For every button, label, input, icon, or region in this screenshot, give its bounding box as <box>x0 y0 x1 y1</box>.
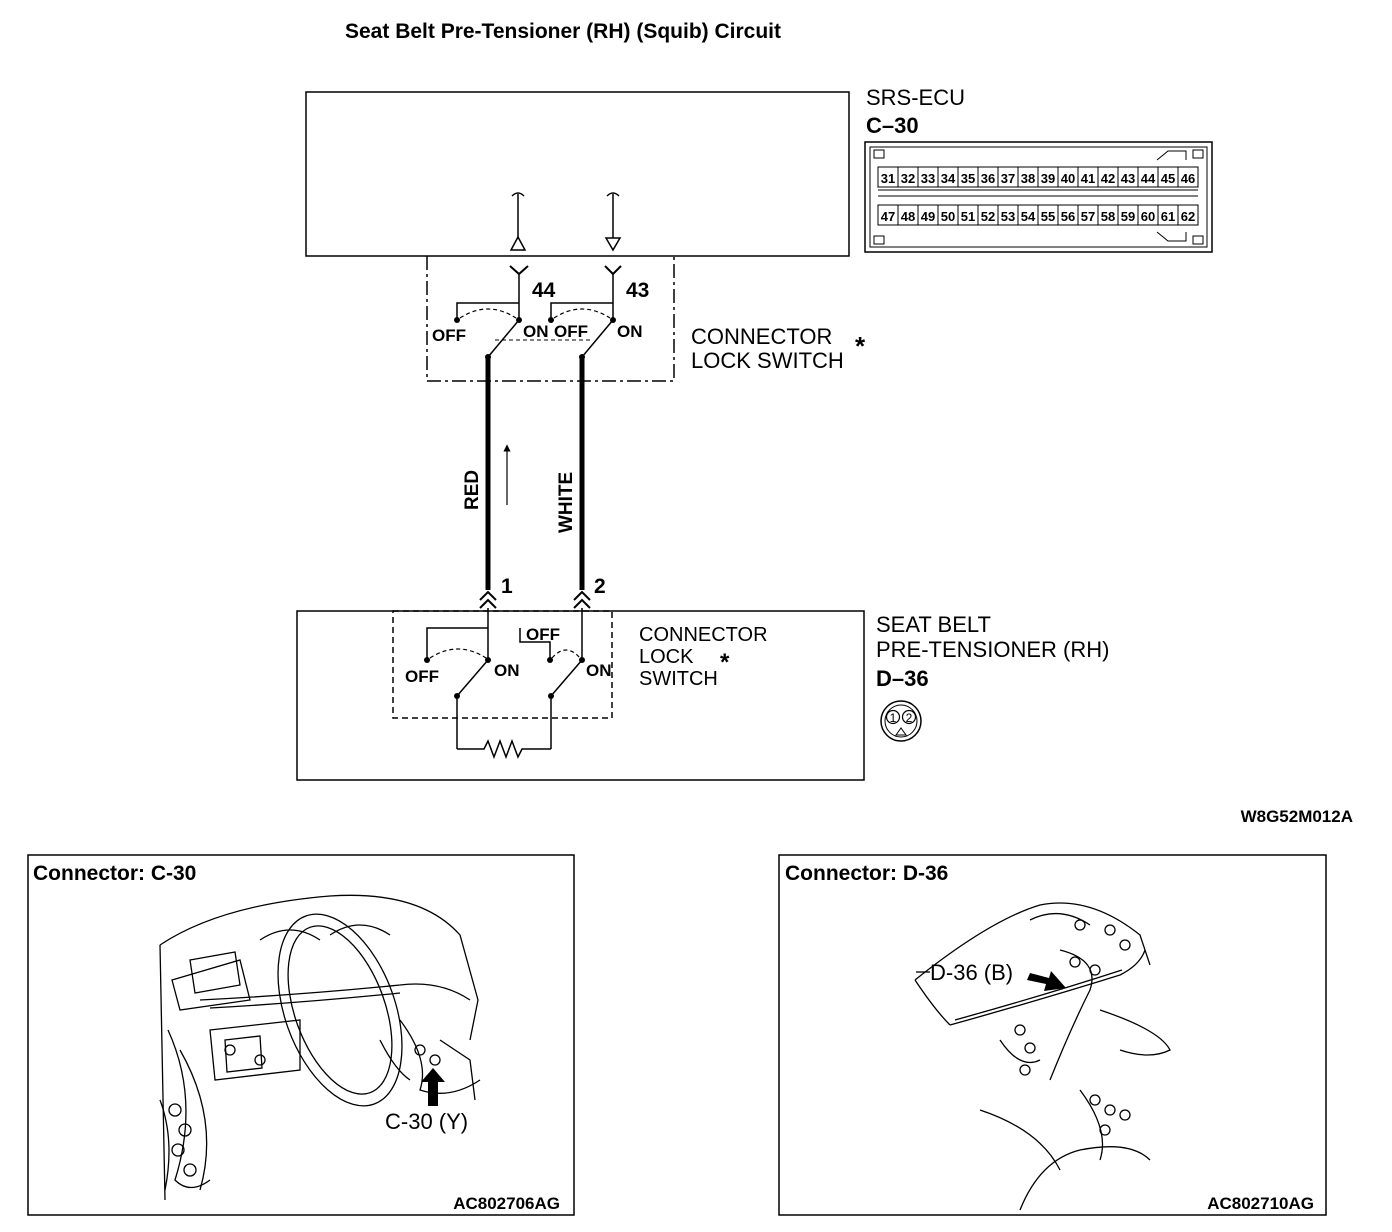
panel-c30-title: Connector: C-30 <box>33 862 196 885</box>
c30-location-arrow-icon <box>421 1068 445 1106</box>
d36-location-arrow-icon <box>1027 971 1066 991</box>
white-wire-label: WHITE <box>556 472 577 533</box>
pt-switch-on-left: ON <box>494 661 520 680</box>
ecu-pin-number: 53 <box>1001 209 1015 224</box>
ecu-pin-number: 49 <box>921 209 935 224</box>
rear-body-illustration <box>914 902 1171 1211</box>
panel-connector-c30 <box>27 854 575 1216</box>
srs-ecu-box <box>305 91 850 257</box>
panel-connector-d36 <box>778 854 1327 1216</box>
ecu-switch-off-left: OFF <box>432 326 466 345</box>
panel-c30-code: AC802706AG <box>453 1194 560 1213</box>
ecu-internal-signals <box>509 192 622 252</box>
ecu-pin-number: 55 <box>1041 209 1055 224</box>
ecu-pin-number: 52 <box>981 209 995 224</box>
ecu-pin-number: 58 <box>1101 209 1115 224</box>
ecu-pin-cell <box>1177 204 1199 226</box>
ecu-pin-number: 33 <box>921 171 935 186</box>
pt-pin-2-label: 2 <box>594 575 606 598</box>
pt-switch-off-left: OFF <box>405 667 439 686</box>
ecu-pin-terminals <box>509 265 622 276</box>
ecu-pin-number: 44 <box>1141 171 1156 186</box>
ecu-pin-number: 47 <box>881 209 895 224</box>
ecu-pin-number: 46 <box>1181 171 1195 186</box>
ecu-switch-off-right: OFF <box>554 322 588 341</box>
ecu-lock-switch-label-2: LOCK SWITCH <box>691 348 844 373</box>
figure-code: W8G52M012A <box>1241 807 1353 826</box>
ecu-connector-face: 31 32 33 34 35 36 37 38 39 40 41 42 43 44 45 46 47 48 49 5… <box>864 141 1213 253</box>
ecu-pin-number: 59 <box>1121 209 1135 224</box>
pretensioner-pin-terminals <box>479 590 591 609</box>
pt-switch-on-right: ON <box>586 661 612 680</box>
ecu-pin-number: 48 <box>901 209 915 224</box>
pt-lock-switch-label-2: LOCK <box>639 646 694 668</box>
pt-pin-1-label: 1 <box>501 575 513 598</box>
pretensioner-label-1: SEAT BELT <box>876 612 991 637</box>
panel-d36-title: Connector: D-36 <box>785 862 948 885</box>
pt-lock-switch <box>424 608 585 760</box>
pretensioner-box <box>296 610 865 781</box>
ecu-pin-number: 51 <box>961 209 975 224</box>
c30-callout: C-30 (Y) <box>385 1109 468 1134</box>
ecu-pin-43-label: 43 <box>626 279 649 302</box>
svg-text:2: 2 <box>906 711 913 725</box>
red-wire-label: RED <box>462 470 483 510</box>
pt-lock-switch-label-1: CONNECTOR <box>639 624 768 646</box>
ecu-pin-44-label: 44 <box>532 279 556 302</box>
dashboard-illustration <box>159 894 481 1201</box>
ecu-lock-switch-label-1: CONNECTOR <box>691 324 832 349</box>
squib-resistor-icon <box>457 738 551 760</box>
pt-switch-off-top: OFF <box>526 625 560 644</box>
d36-connector-face-icon: 1 2 <box>880 700 922 742</box>
ecu-pin-number: 32 <box>901 171 915 186</box>
svg-text:1: 1 <box>890 711 897 725</box>
pt-lock-switch-asterisk: * <box>720 649 730 676</box>
diagram-title: Seat Belt Pre-Tensioner (RH) (Squib) Cir… <box>345 20 781 43</box>
ecu-pin-number: 61 <box>1161 209 1175 224</box>
pt-lock-switch-region <box>392 610 613 719</box>
srs-ecu-label: SRS-ECU <box>866 85 965 110</box>
panel-d36-code: AC802710AG <box>1207 1194 1314 1213</box>
ecu-pin-number: 34 <box>941 171 956 186</box>
pretensioner-label-2: PRE-TENSIONER (RH) <box>876 637 1109 662</box>
ecu-pin-number: 43 <box>1121 171 1135 186</box>
ecu-pin-number: 38 <box>1021 171 1035 186</box>
ecu-pin-number: 36 <box>981 171 995 186</box>
ecu-lock-switch <box>454 274 616 360</box>
pt-lock-switch-label-3: SWITCH <box>639 668 718 690</box>
ecu-connector-id: C–30 <box>866 113 919 138</box>
ecu-pin-number: 42 <box>1101 171 1115 186</box>
ecu-pin-number: 40 <box>1061 171 1075 186</box>
ecu-pin-number: 57 <box>1081 209 1095 224</box>
ecu-lock-switch-asterisk: * <box>855 331 866 361</box>
ecu-lock-switch-region <box>426 256 675 382</box>
ecu-pin-cell <box>1177 166 1199 188</box>
ecu-pin-number: 56 <box>1061 209 1075 224</box>
ecu-switch-on-left: ON <box>523 322 549 341</box>
ecu-pin-number: 35 <box>961 171 975 186</box>
ecu-switch-on-right: ON <box>617 322 643 341</box>
ecu-pin-number: 37 <box>1001 171 1015 186</box>
ecu-pin-number: 50 <box>941 209 955 224</box>
d36-callout: D-36 (B) <box>930 960 1013 985</box>
ecu-pin-number: 45 <box>1161 171 1175 186</box>
ecu-pin-number: 41 <box>1081 171 1095 186</box>
ecu-pin-number: 39 <box>1041 171 1055 186</box>
ecu-pin-number: 54 <box>1021 209 1036 224</box>
ecu-pin-number: 62 <box>1181 209 1195 224</box>
pretensioner-connector-id: D–36 <box>876 666 929 691</box>
ecu-pin-number: 60 <box>1141 209 1155 224</box>
ecu-pin-number: 31 <box>881 171 895 186</box>
